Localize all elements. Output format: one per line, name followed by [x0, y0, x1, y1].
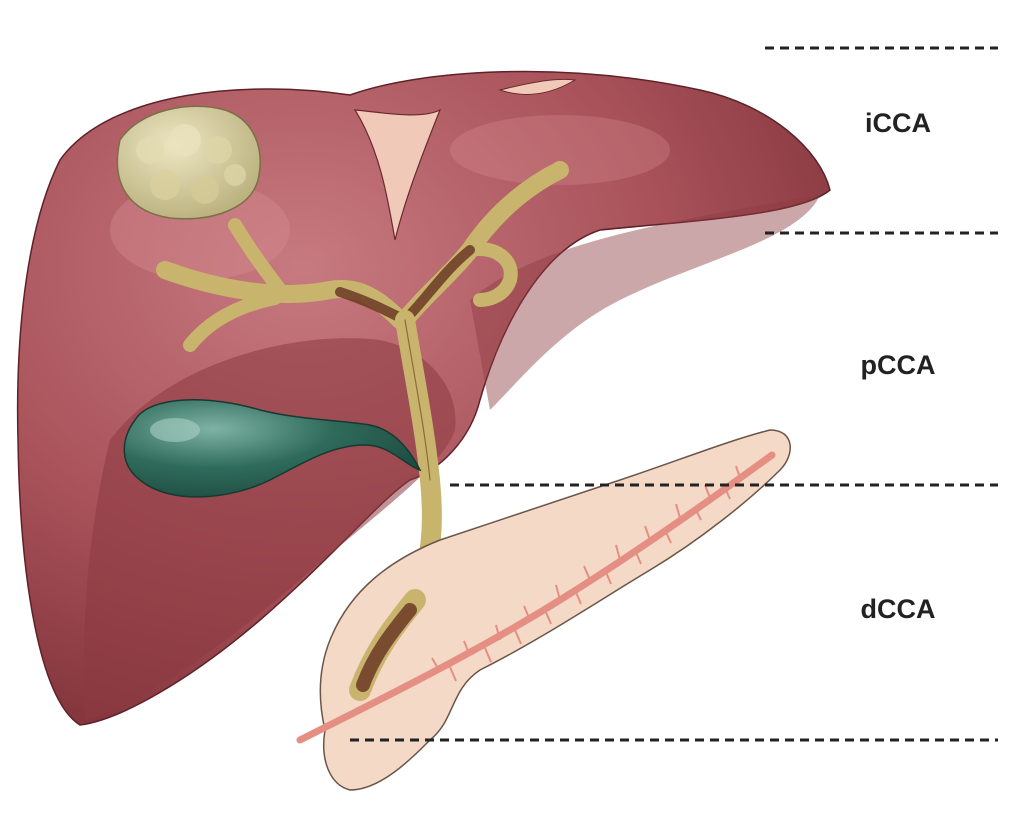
- pancreas: [296, 429, 791, 791]
- zone-boundary-lines: [350, 46, 998, 742]
- liver-left-lobe-shadow: [470, 195, 820, 410]
- tumor-mass-icon: [116, 105, 261, 220]
- falciform-ligament: [353, 108, 442, 241]
- zone-label-dcca: dCCA: [860, 594, 936, 624]
- bile-ducts: [156, 161, 569, 610]
- zone-label-icca: iCCA: [865, 108, 931, 138]
- gallbladder-icon: [123, 399, 422, 498]
- zone-label-pcca: pCCA: [860, 350, 936, 380]
